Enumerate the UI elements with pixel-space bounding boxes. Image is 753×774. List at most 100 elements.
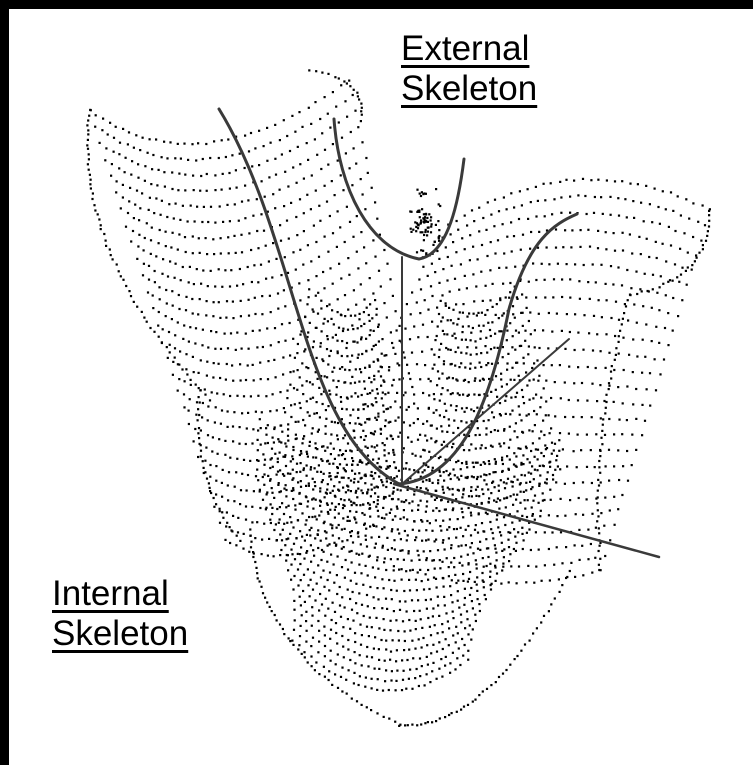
surface-point bbox=[600, 417, 602, 419]
surface-point bbox=[618, 419, 620, 421]
surface-point bbox=[381, 338, 383, 340]
surface-point bbox=[307, 411, 309, 413]
surface-point bbox=[323, 626, 325, 628]
surface-point bbox=[248, 150, 250, 152]
surface-point bbox=[270, 522, 272, 524]
surface-point bbox=[311, 174, 313, 176]
surface-point bbox=[154, 270, 156, 272]
surface-point bbox=[428, 213, 430, 215]
surface-point bbox=[367, 405, 369, 407]
surface-point bbox=[562, 448, 564, 450]
surface-point bbox=[274, 158, 276, 160]
surface-point bbox=[598, 466, 600, 468]
surface-point bbox=[298, 282, 300, 284]
surface-point bbox=[510, 192, 512, 194]
surface-point bbox=[189, 266, 191, 268]
surface-point bbox=[282, 373, 284, 375]
surface-point bbox=[388, 366, 390, 368]
surface-point bbox=[125, 226, 127, 228]
surface-point bbox=[534, 519, 536, 521]
surface-point bbox=[235, 349, 237, 351]
surface-point bbox=[200, 283, 202, 285]
surface-point bbox=[455, 337, 457, 339]
surface-point bbox=[395, 689, 397, 691]
surface-point bbox=[282, 356, 284, 358]
surface-point bbox=[403, 559, 405, 561]
surface-point bbox=[344, 100, 346, 102]
surface-point bbox=[529, 461, 531, 463]
surface-point bbox=[450, 393, 452, 395]
surface-point bbox=[87, 139, 89, 141]
surface-point bbox=[411, 510, 413, 512]
surface-point bbox=[377, 326, 379, 328]
surface-point bbox=[346, 520, 348, 522]
surface-point bbox=[315, 70, 317, 72]
surface-point bbox=[278, 341, 280, 343]
surface-point bbox=[383, 302, 385, 304]
surface-point bbox=[554, 469, 556, 471]
surface-point bbox=[195, 159, 197, 161]
surface-point bbox=[313, 340, 315, 342]
surface-point bbox=[469, 624, 471, 626]
surface-point bbox=[479, 610, 481, 612]
surface-point bbox=[376, 689, 378, 691]
surface-point bbox=[448, 377, 450, 379]
surface-point bbox=[630, 287, 632, 289]
surface-point bbox=[392, 449, 394, 451]
surface-point bbox=[603, 525, 605, 527]
surface-point bbox=[613, 232, 615, 234]
surface-point bbox=[319, 593, 321, 595]
surface-point bbox=[378, 340, 380, 342]
surface-point bbox=[441, 676, 443, 678]
surface-point bbox=[398, 378, 400, 380]
surface-point bbox=[411, 386, 413, 388]
surface-point bbox=[431, 721, 433, 723]
surface-point bbox=[185, 309, 187, 311]
surface-point bbox=[444, 665, 446, 667]
surface-point bbox=[458, 607, 460, 609]
surface-point bbox=[448, 537, 450, 539]
surface-point bbox=[142, 274, 144, 276]
surface-point bbox=[613, 433, 615, 435]
surface-point bbox=[378, 270, 380, 272]
surface-point bbox=[251, 281, 253, 283]
surface-point bbox=[569, 499, 571, 501]
surface-point bbox=[390, 406, 392, 408]
surface-point bbox=[309, 322, 311, 324]
surface-point bbox=[560, 196, 562, 198]
surface-point bbox=[318, 630, 320, 632]
surface-point bbox=[143, 249, 145, 251]
surface-point bbox=[408, 649, 410, 651]
surface-point bbox=[199, 252, 201, 254]
surface-point bbox=[395, 467, 397, 469]
surface-point bbox=[457, 347, 459, 349]
surface-point bbox=[654, 188, 656, 190]
surface-point bbox=[206, 375, 208, 377]
surface-point bbox=[579, 246, 581, 248]
surface-point bbox=[241, 473, 243, 475]
surface-point bbox=[141, 311, 143, 313]
surface-point bbox=[600, 512, 602, 514]
surface-point bbox=[318, 641, 320, 643]
surface-point bbox=[417, 407, 419, 409]
surface-point bbox=[375, 344, 377, 346]
surface-point bbox=[197, 419, 199, 421]
surface-point bbox=[506, 497, 508, 499]
surface-point bbox=[442, 330, 444, 332]
surface-point bbox=[383, 517, 385, 519]
surface-point bbox=[652, 288, 654, 290]
surface-point bbox=[367, 665, 369, 667]
surface-point bbox=[192, 235, 194, 237]
surface-point bbox=[632, 403, 634, 405]
surface-point bbox=[320, 300, 322, 302]
surface-point bbox=[315, 661, 317, 663]
surface-point bbox=[307, 500, 309, 502]
surface-point bbox=[522, 454, 524, 456]
surface-point bbox=[381, 397, 383, 399]
surface-point bbox=[375, 617, 377, 619]
surface-point bbox=[212, 315, 214, 317]
surface-point bbox=[428, 451, 430, 453]
surface-point bbox=[118, 167, 120, 169]
surface-point bbox=[350, 535, 352, 537]
surface-point bbox=[564, 381, 566, 383]
